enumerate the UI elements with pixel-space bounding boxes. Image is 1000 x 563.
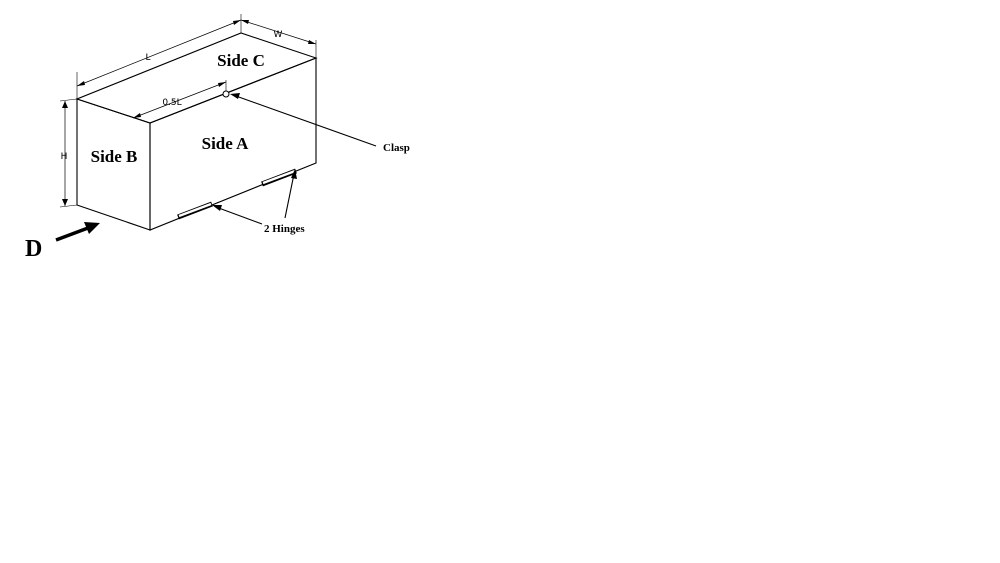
- dimension-width: W: [240, 19, 317, 58]
- clasp-icon: [222, 90, 230, 98]
- top-face-side-c: [75, 32, 318, 124]
- box-outline: [75, 32, 318, 231]
- view-direction: D: [25, 222, 100, 262]
- dimension-length: L: [76, 14, 242, 99]
- hinges-callout-label: 2 Hinges: [264, 223, 305, 235]
- width-label: W: [274, 30, 283, 40]
- left-face-side-b: [76, 98, 151, 231]
- view-direction-label: D: [25, 236, 42, 262]
- clasp: Clasp: [222, 90, 410, 154]
- side-b-label: Side B: [91, 147, 138, 166]
- clasp-callout-label: Clasp: [383, 142, 410, 154]
- height-label: H: [61, 152, 68, 162]
- dimension-height: H: [59, 98, 78, 208]
- hinge-left: [177, 201, 213, 220]
- length-label: L: [145, 53, 150, 63]
- side-a-label: Side A: [202, 134, 249, 153]
- view-arrow-icon: [84, 222, 100, 234]
- hinges: 2 Hinges: [177, 168, 305, 235]
- hinge-right: [261, 168, 297, 187]
- clasp-offset-label: 0.5L: [162, 98, 181, 108]
- dimension-clasp-offset: 0.5L: [132, 80, 227, 119]
- side-c-label: Side C: [217, 51, 265, 70]
